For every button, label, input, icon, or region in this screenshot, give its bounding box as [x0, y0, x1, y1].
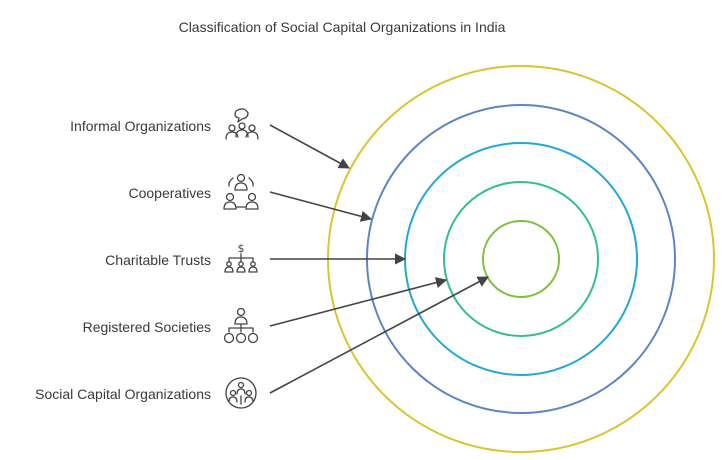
label-cooperatives: Cooperatives: [128, 185, 212, 201]
community-globe-icon: [225, 377, 257, 409]
arrow-cooperatives: [269, 191, 373, 222]
diagram-title: Classification of Social Capital Organiz…: [178, 19, 506, 35]
label-social-capital-organizations: Social Capital Organizations: [35, 386, 211, 402]
label-informal-organizations: Informal Organizations: [70, 118, 211, 134]
ring-charitable-trusts: [404, 142, 638, 376]
ring-registered-societies: [443, 181, 599, 337]
group-discussion-icon: [225, 108, 259, 140]
cooperation-circle-icon: [223, 173, 259, 210]
arrow-informal-organizations: [269, 124, 350, 169]
arrow-social-capital-organizations: [269, 276, 489, 394]
svg-text:$: $: [238, 242, 245, 255]
org-chart-icon: [223, 307, 259, 344]
label-registered-societies: Registered Societies: [82, 319, 211, 335]
label-charitable-trusts: Charitable Trusts: [105, 252, 211, 268]
dollar-hierarchy-icon: $: [224, 242, 258, 273]
arrow-registered-societies: [269, 277, 448, 327]
ring-social-capital-organizations: [482, 220, 560, 298]
ring-cooperatives: [366, 104, 676, 414]
